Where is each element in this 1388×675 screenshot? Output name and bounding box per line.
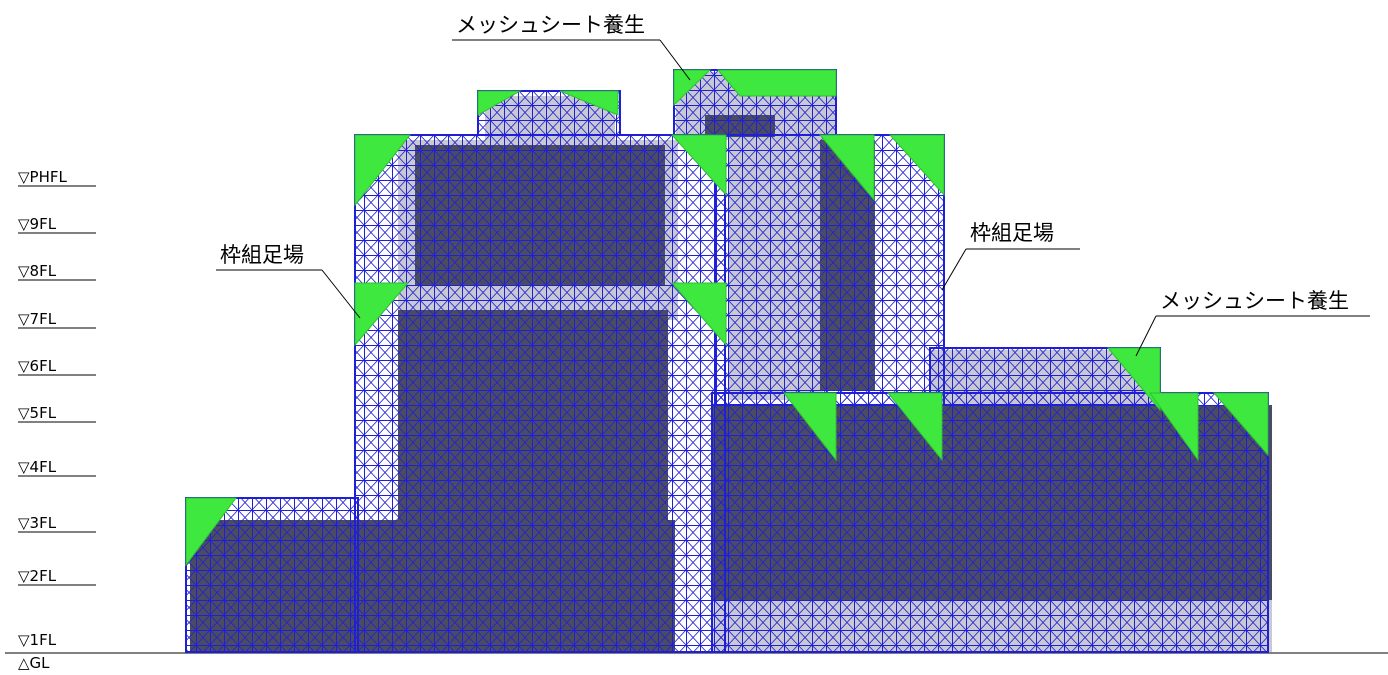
level-label-3fl: ▽3FL [18, 514, 57, 532]
level-label-phfl: ▽PHFL [18, 168, 67, 186]
callout-mesh-top: メッシュシート養生 [452, 13, 691, 81]
mesh-panel [886, 392, 943, 462]
callout-mesh-top-text: メッシュシート養生 [456, 13, 645, 37]
callout-frame-left-text: 枠組足場 [220, 243, 304, 267]
level-label-gl: △GL [18, 654, 50, 672]
mesh-panel [670, 282, 727, 347]
level-label-4fl: ▽4FL [18, 458, 57, 476]
mesh-panel [716, 69, 837, 97]
mesh-panel [782, 392, 837, 462]
callout-frame-right-text: 枠組足場 [970, 221, 1054, 245]
mesh-panel [1106, 347, 1161, 412]
callout-frame-left: 枠組足場 [216, 243, 361, 319]
scaffold-central-tower [715, 134, 945, 406]
scaffold-main-tower [354, 134, 726, 653]
callout-mesh-right: メッシュシート養生 [1135, 289, 1370, 357]
frame-scaffold [185, 69, 1269, 653]
level-label-5fl: ▽5FL [18, 404, 57, 422]
mesh-panel [818, 134, 875, 202]
level-label-7fl: ▽7FL [18, 310, 57, 328]
callout-mesh-right-text: メッシュシート養生 [1160, 289, 1349, 313]
level-label-1fl: ▽1FL [18, 631, 57, 649]
mesh-panel [1149, 392, 1199, 462]
floor-level-labels: ▽PHFL ▽9FL ▽8FL ▽7FL ▽6FL ▽5FL ▽4FL ▽3FL… [18, 168, 96, 672]
mesh-panel [1212, 392, 1269, 457]
level-label-6fl: ▽6FL [18, 357, 57, 375]
mesh-panel [477, 90, 522, 116]
mesh-panel [185, 497, 237, 567]
mesh-panel [670, 134, 727, 197]
callout-frame-right: 枠組足場 [941, 221, 1080, 291]
mesh-panel [888, 134, 945, 197]
mesh-panel [673, 69, 712, 107]
mesh-panel [354, 134, 412, 207]
mesh-panel [354, 282, 410, 347]
mesh-sheet-curing [185, 69, 1269, 567]
level-label-2fl: ▽2FL [18, 567, 57, 585]
scaffold-east-wing [711, 392, 1269, 653]
level-label-8fl: ▽8FL [18, 262, 57, 280]
level-label-9fl: ▽9FL [18, 215, 57, 233]
mesh-panel [559, 90, 619, 116]
